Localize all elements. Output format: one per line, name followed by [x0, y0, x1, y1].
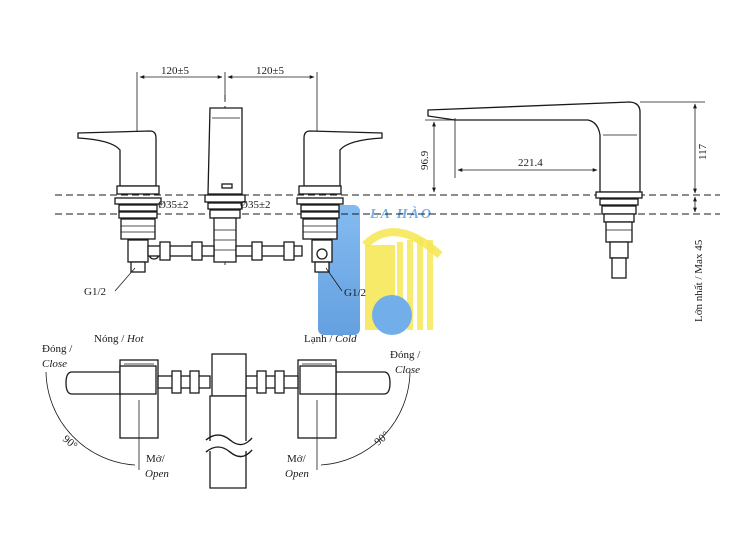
dim-spout-height: 96.9: [419, 150, 431, 170]
side-view-dimensions: 96.9 221.4 117 Lớn nhất / Max 45: [419, 101, 709, 322]
close-left-en: Close: [42, 358, 67, 370]
dim-max-deck: Lớn nhất / Max 45: [693, 239, 705, 322]
dim-diameter-right: Ø35±2: [240, 199, 270, 211]
close-right-vi: Đóng /: [390, 349, 421, 361]
open-left-vi: Mở/: [146, 453, 166, 465]
thread-left-label: G1/2: [84, 286, 106, 298]
angle-left-label: 90°: [60, 433, 80, 452]
close-left-vi: Đóng /: [42, 343, 73, 355]
front-connection-pipe: [147, 241, 303, 261]
close-right-en: Close: [395, 364, 420, 376]
dim-spacing-left: 120±5: [161, 65, 190, 77]
spacing-dimension: 120±5 120±5: [136, 65, 318, 150]
watermark-text: LA HÀO: [369, 205, 433, 222]
dim-total-height: 117: [697, 143, 709, 160]
open-right-vi: Mở/: [287, 453, 307, 465]
dim-spout-reach: 221.4: [518, 157, 543, 169]
hot-label: Nóng / Hot: [94, 333, 144, 345]
open-left-en: Open: [145, 468, 169, 480]
open-right-en: Open: [285, 468, 309, 480]
angle-right-label: 90°: [372, 429, 392, 448]
front-right-handle: [296, 130, 383, 273]
plan-labels: Nóng / Hot Lạnh / Cold Đóng / Close Đóng…: [42, 333, 421, 480]
plan-view: 90° 90°: [45, 353, 411, 489]
side-view-spout: [427, 101, 643, 279]
dim-spacing-right: 120±5: [256, 65, 285, 77]
cold-label: Lạnh / Cold: [304, 333, 357, 345]
front-center-spout: [204, 107, 246, 263]
dim-diameter-left: Ø35±2: [158, 199, 188, 211]
thread-right-label: G1/2: [344, 287, 366, 299]
front-labels: Ø35±2 Ø35±2 G1/2 G1/2: [84, 199, 366, 299]
